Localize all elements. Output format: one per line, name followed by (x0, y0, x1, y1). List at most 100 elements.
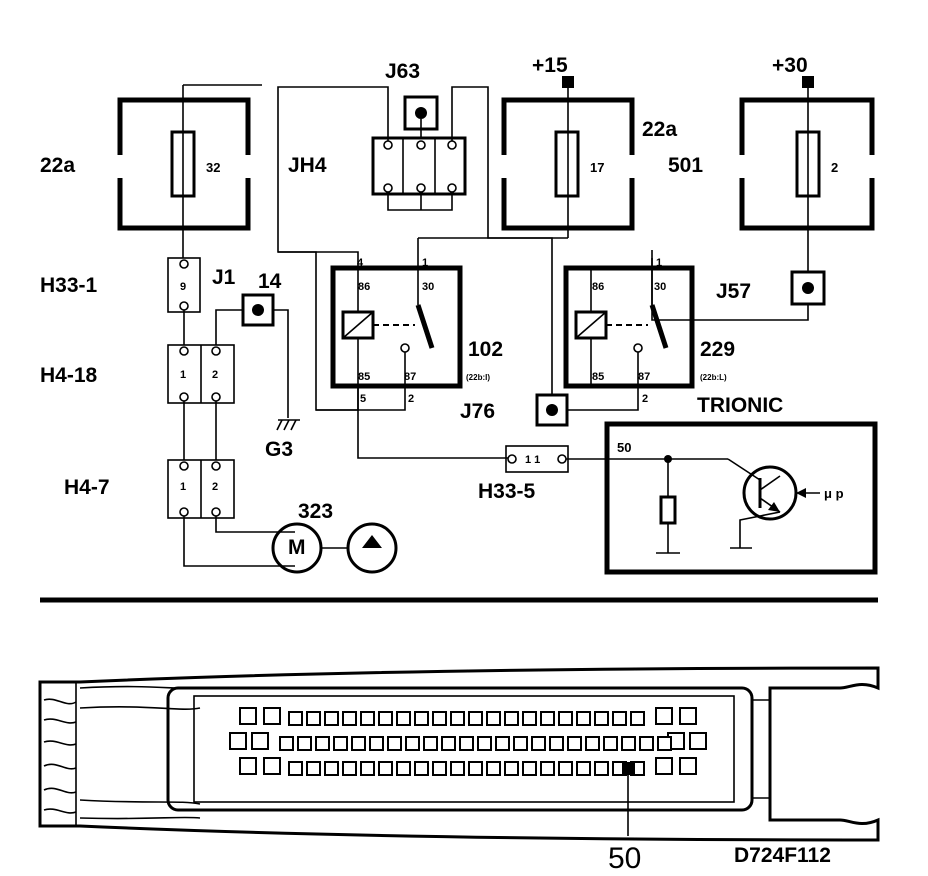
ecu-pin (315, 736, 330, 751)
ecu-pin (441, 736, 456, 751)
ecu-pin (306, 761, 321, 776)
ecu-pin (540, 761, 555, 776)
ecu-pin (477, 736, 492, 751)
ecu-end-pin (689, 732, 707, 750)
fuse-middle-ref: 22a (642, 118, 677, 141)
figure-pin-label: 50 (608, 842, 641, 875)
pump-number: 323 (298, 500, 333, 523)
h4-18-pin1: 1 (180, 369, 186, 381)
ground-j1 (215, 293, 300, 431)
ecu-pin (558, 711, 573, 726)
ecu-pin (288, 761, 303, 776)
relay-229 (563, 250, 695, 411)
ecu-pin (522, 761, 537, 776)
h33-5-pin: 1 1 (525, 454, 540, 466)
plus15-label: +15 (532, 54, 568, 77)
ecu-pin (630, 711, 645, 726)
relay-229-t2: 2 (642, 393, 648, 405)
h33-1-connector (167, 257, 201, 345)
ecu-end-pin (679, 757, 697, 775)
ecu-pin (324, 761, 339, 776)
relay-229-t87: 87 (638, 371, 650, 383)
ecu-pin-label: 50 (617, 440, 631, 455)
plus30-label: +30 (772, 54, 808, 77)
ecu-pin (621, 736, 636, 751)
ecu-pin (585, 736, 600, 751)
ecu-pin (639, 736, 654, 751)
j63-label: J63 (385, 60, 420, 83)
relay-229-t1: 1 (656, 257, 662, 269)
fuse-right-number: 2 (831, 160, 838, 175)
ecu-pin (504, 711, 519, 726)
ecu-pin (450, 761, 465, 776)
relay-102-t2: 2 (408, 393, 414, 405)
h4-18-label: H4-18 (40, 364, 98, 387)
g3-label: G3 (265, 438, 293, 461)
ecu-pin (522, 711, 537, 726)
ecu-end-pin (679, 707, 697, 725)
ecu-pin (405, 736, 420, 751)
relay-102-t86: 86 (358, 281, 370, 293)
fuel-pump (271, 522, 398, 574)
relay-102-label: 102 (468, 338, 503, 361)
relay-102-t4: 4 (357, 257, 364, 269)
relay-102-t85: 85 (358, 371, 370, 383)
trionic-label: TRIONIC (697, 394, 783, 417)
relay-229-t30: 30 (654, 281, 666, 293)
ecu-pin (558, 761, 573, 776)
j76-junction (535, 393, 569, 427)
jh4-label: JH4 (288, 154, 327, 177)
relay-102-t30: 30 (422, 281, 434, 293)
relay-229-label: 229 (700, 338, 735, 361)
ecu-pin (360, 711, 375, 726)
ecu-end-pin (239, 757, 257, 775)
ecu-pin (459, 736, 474, 751)
fuse-middle-number: 17 (590, 160, 604, 175)
relay-102-t5: 5 (360, 393, 366, 405)
ecu-pin (468, 761, 483, 776)
ground-number: 14 (258, 270, 282, 293)
ecu-pin (486, 761, 501, 776)
ecu-pin (594, 711, 609, 726)
j57-label: J57 (716, 280, 751, 303)
ecu-pin (288, 711, 303, 726)
ecu-pin (342, 761, 357, 776)
h33-1-label: H33-1 (40, 274, 98, 297)
ecu-pin (396, 711, 411, 726)
ecu-pin (297, 736, 312, 751)
ecu-pin (279, 736, 294, 751)
ecu-pin (369, 736, 384, 751)
h4-7-pin2: 2 (212, 481, 218, 493)
motor-m-label: M (288, 536, 306, 559)
h33-5-connector (505, 445, 728, 473)
ecu-pin-grid (229, 707, 707, 776)
ecu-end-pin (239, 707, 257, 725)
ecu-pin (342, 711, 357, 726)
ecu-pin (612, 711, 627, 726)
j76-label: J76 (460, 400, 495, 423)
fuse-box-right (651, 76, 875, 321)
ecu-connector-illustration (38, 666, 880, 842)
ecu-end-pin (655, 757, 673, 775)
ecu-end-pin (229, 732, 247, 750)
h33-5-label: H33-5 (478, 480, 536, 503)
fuse-box-middle (418, 76, 635, 239)
ecu-pin (549, 736, 564, 751)
ecu-pin (324, 711, 339, 726)
fuse-box-left (117, 84, 262, 258)
trionic-ecu (604, 421, 878, 575)
mu-p-label: μ p (824, 486, 844, 501)
ecu-pin (351, 736, 366, 751)
h4-7-label: H4-7 (64, 476, 110, 499)
ecu-pin (531, 736, 546, 751)
relay-229-t86: 86 (592, 281, 604, 293)
ecu-pin (504, 761, 519, 776)
ecu-pin (432, 761, 447, 776)
ecu-end-pin (263, 707, 281, 725)
ecu-pin (387, 736, 402, 751)
h4-18-pin2: 2 (212, 369, 218, 381)
fuse-left-number: 32 (206, 160, 220, 175)
ecu-pin (576, 761, 591, 776)
j1-label: J1 (212, 266, 236, 289)
